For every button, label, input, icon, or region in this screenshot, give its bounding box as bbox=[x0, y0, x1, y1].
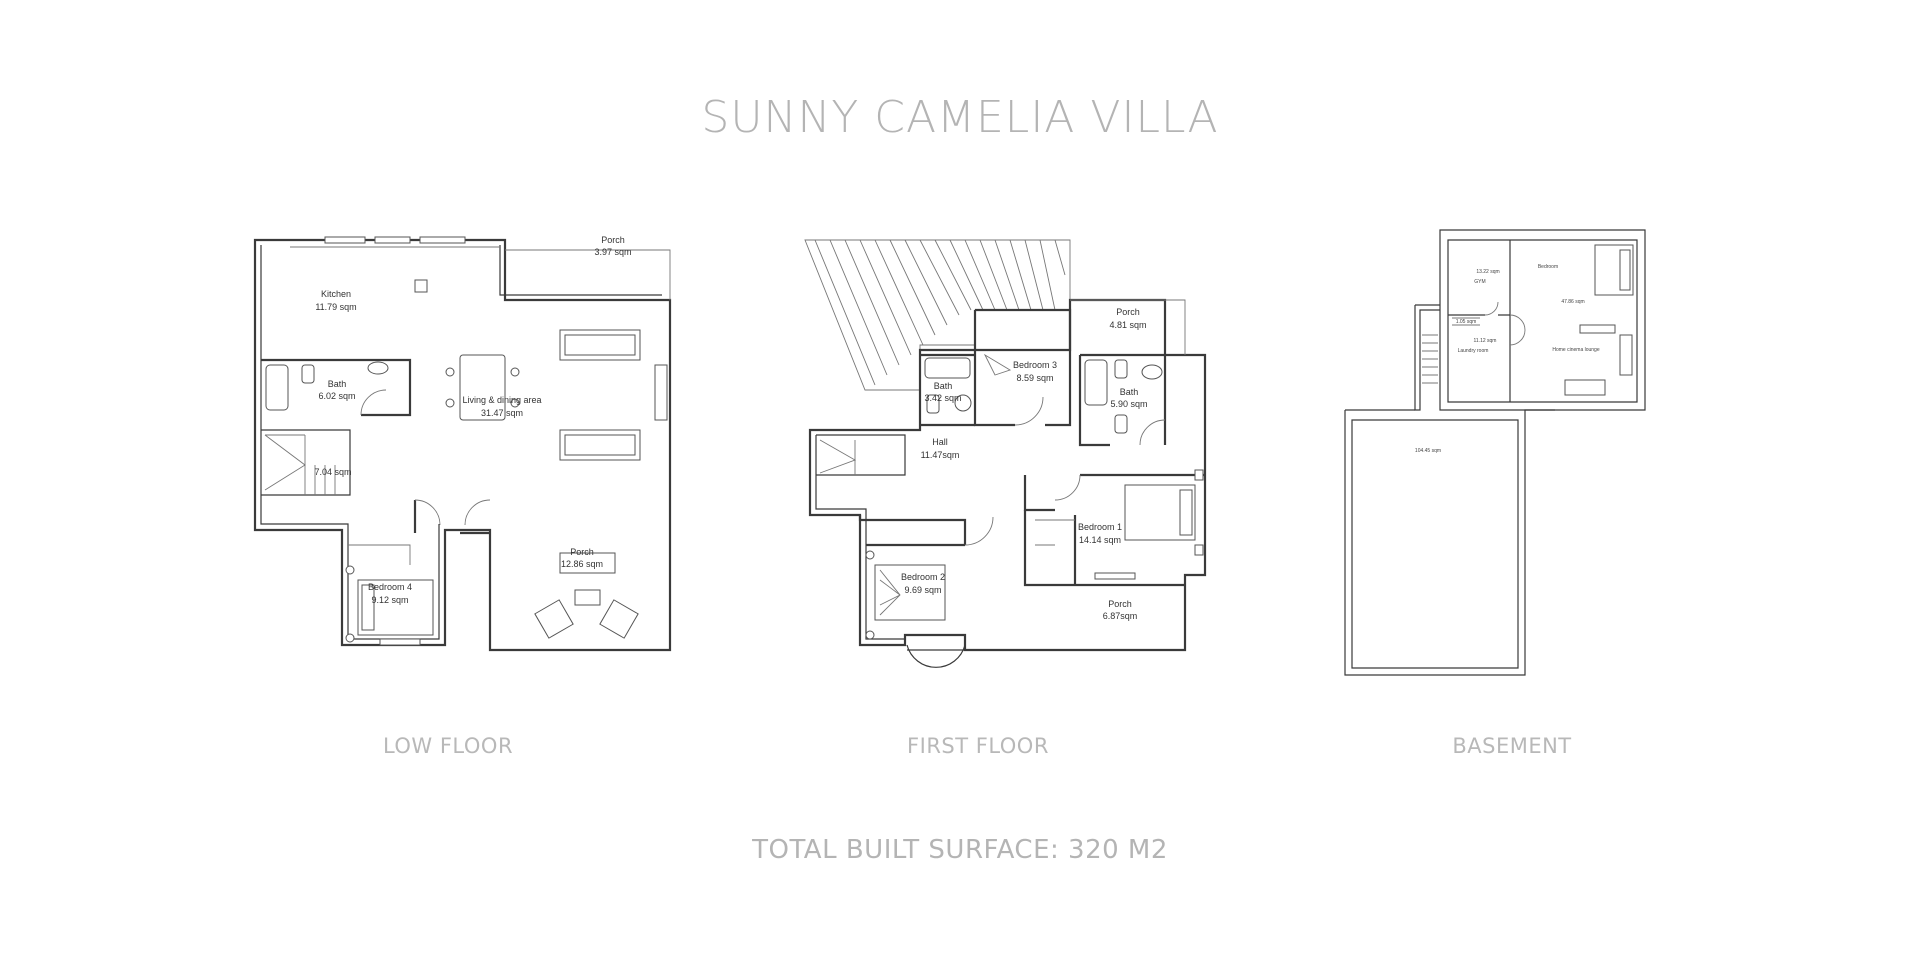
room-area: 6.87sqm bbox=[1103, 611, 1138, 621]
room-label: Porch bbox=[601, 235, 625, 245]
room-area: 13.22 sqm bbox=[1476, 269, 1499, 275]
room-label: Porch bbox=[1116, 307, 1140, 317]
first-floor-plan: Porch 4.81 sqm Bedroom 3 8.59 sqm Bath 3… bbox=[795, 215, 1225, 680]
room-label: Bedroom bbox=[1538, 264, 1558, 270]
total-built-surface: TOTAL BUILT SURFACE: 320 M2 bbox=[752, 835, 1168, 865]
room-area: 4.81 sqm bbox=[1109, 320, 1146, 330]
room-label: Porch bbox=[1108, 599, 1132, 609]
basement-plan: 13.22 sqm GYM Bedroom 47.86 sqm Home cin… bbox=[1340, 215, 1660, 680]
room-area: 3.42 sqm bbox=[924, 393, 961, 403]
low-floor-plan: Porch 3.97 sqm Kitchen 11.79 sqm Bath 6.… bbox=[230, 215, 680, 680]
room-area: 1.05 sqm bbox=[1456, 319, 1477, 325]
room-area: 7.04 sqm bbox=[314, 467, 351, 477]
room-area: 11.47sqm bbox=[921, 450, 960, 460]
room-label: Hall bbox=[932, 437, 948, 447]
room-area: 5.90 sqm bbox=[1110, 399, 1147, 409]
room-label: Bedroom 1 bbox=[1078, 522, 1122, 532]
room-label: Laundry room bbox=[1458, 348, 1489, 354]
room-label: Living & dining area bbox=[462, 395, 541, 405]
low-floor-drawing: Porch 3.97 sqm Kitchen 11.79 sqm Bath 6.… bbox=[253, 235, 672, 652]
room-area: 47.86 sqm bbox=[1561, 299, 1584, 305]
room-label: Bedroom 3 bbox=[1013, 360, 1057, 370]
room-area: 14.14 sqm bbox=[1079, 535, 1121, 545]
room-area: 8.59 sqm bbox=[1016, 373, 1053, 383]
room-label: Kitchen bbox=[321, 289, 351, 299]
room-area: 12.86 sqm bbox=[561, 559, 603, 569]
room-area: 9.12 sqm bbox=[371, 595, 408, 605]
basement-drawing: 13.22 sqm GYM Bedroom 47.86 sqm Home cin… bbox=[1344, 229, 1646, 676]
room-area: 9.69 sqm bbox=[904, 585, 941, 595]
room-area: 6.02 sqm bbox=[318, 391, 355, 401]
first-floor-drawing: Porch 4.81 sqm Bedroom 3 8.59 sqm Bath 3… bbox=[804, 239, 1207, 668]
room-label: Porch bbox=[570, 547, 594, 557]
room-label: Bedroom 4 bbox=[368, 582, 412, 592]
room-area: 3.97 sqm bbox=[594, 247, 631, 257]
room-label: Bath bbox=[1120, 387, 1139, 397]
room-label: Bedroom 2 bbox=[901, 572, 945, 582]
floor-label-basement: BASEMENT bbox=[1452, 734, 1572, 758]
room-area: 11.79 sqm bbox=[315, 302, 356, 312]
page-title: SUNNY CAMELIA VILLA bbox=[701, 92, 1219, 143]
room-label: Bath bbox=[328, 379, 347, 389]
floor-label-low: LOW FLOOR bbox=[382, 734, 514, 758]
floor-label-first: FIRST FLOOR bbox=[907, 734, 1049, 758]
room-area: 104.45 sqm bbox=[1415, 448, 1441, 454]
room-area: 11.12 sqm bbox=[1474, 338, 1497, 344]
room-area: 31.47 sqm bbox=[481, 408, 523, 418]
room-label: Bath bbox=[934, 381, 953, 391]
room-label: GYM bbox=[1474, 279, 1485, 285]
room-label: Home cinema lounge bbox=[1552, 347, 1599, 353]
